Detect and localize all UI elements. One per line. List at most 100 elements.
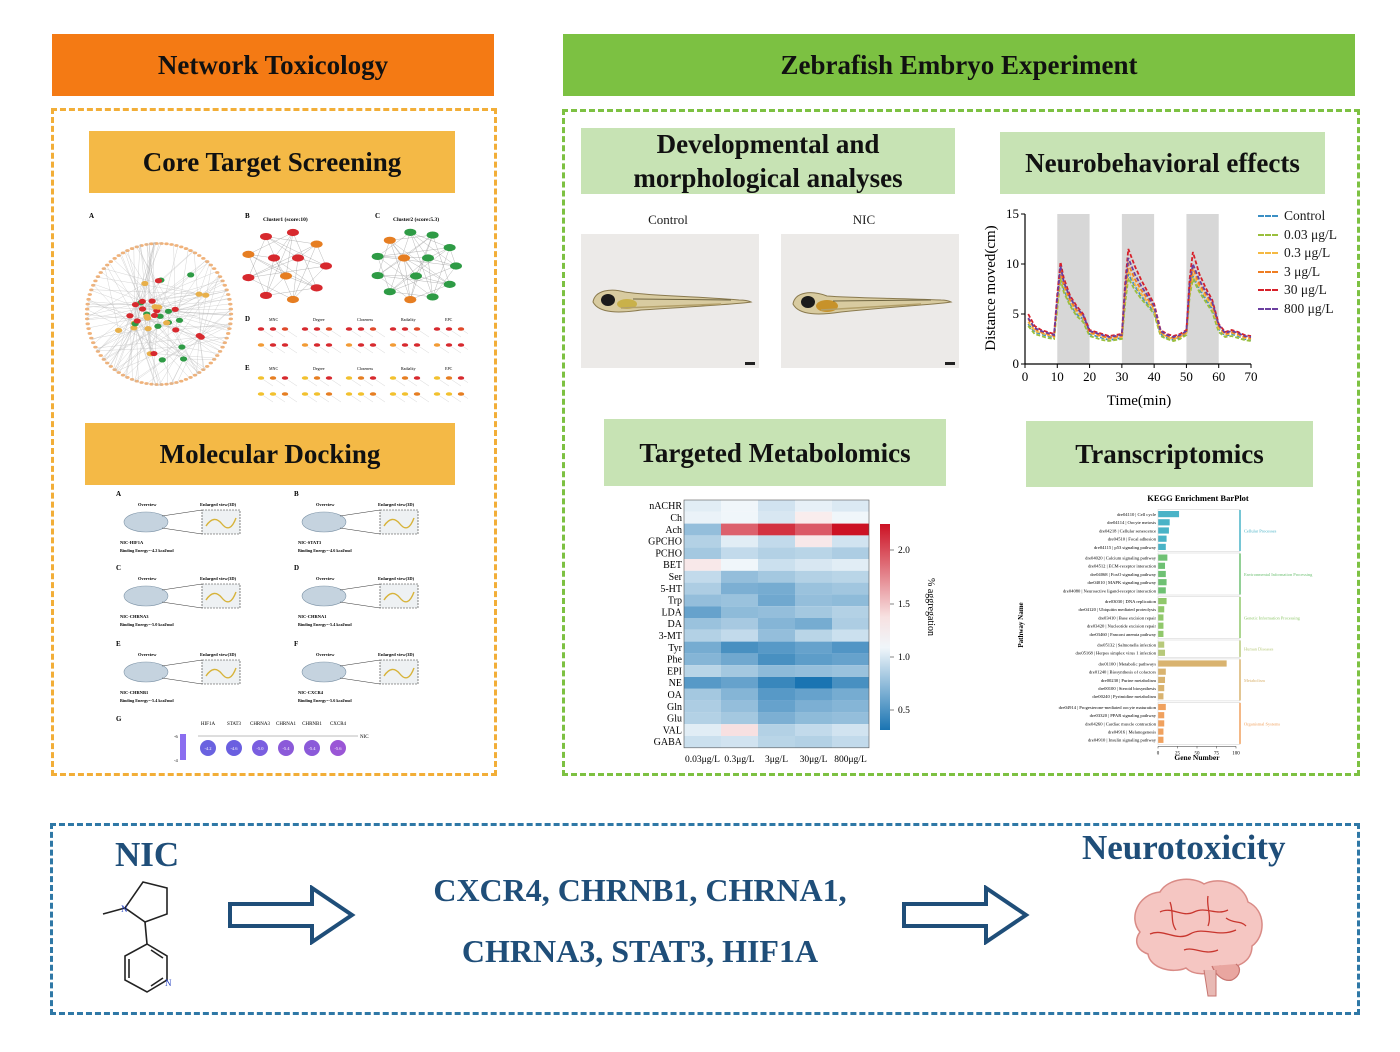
network-edge xyxy=(146,298,230,317)
heatmap-cell xyxy=(684,594,721,607)
heatmap-cell xyxy=(795,559,832,571)
metabolite-label: BET xyxy=(663,560,682,571)
panel-d-letter: D xyxy=(245,315,250,323)
network-edge xyxy=(175,329,198,375)
hub-node xyxy=(313,327,321,331)
y-tick-label: 15 xyxy=(1006,206,1019,221)
kegg-x-tick-label: 100 xyxy=(1232,751,1240,756)
summary-panel xyxy=(50,823,1360,1015)
heatmap-cell xyxy=(795,547,832,559)
pathway-label: dre03030 | DNA replication xyxy=(1105,599,1157,604)
cluster-edge xyxy=(285,232,294,277)
network-edge xyxy=(106,264,155,354)
complex-name: NIC-CXCR4 xyxy=(298,690,324,695)
network-edge xyxy=(199,265,212,336)
network-edge xyxy=(199,335,205,370)
metabolite-label: DA xyxy=(668,619,683,630)
heatmap-cell xyxy=(795,582,832,595)
pathway-bar xyxy=(1158,570,1166,578)
network-node xyxy=(144,382,149,385)
cluster-edge xyxy=(377,275,411,300)
network-node xyxy=(174,381,179,384)
heatmap-cell xyxy=(684,629,721,642)
hub-node xyxy=(457,343,465,347)
pathway-bar xyxy=(1158,579,1167,586)
overview-label: Overview xyxy=(138,502,157,507)
network-edge xyxy=(152,289,227,302)
network-edge xyxy=(113,329,176,371)
cluster-edge xyxy=(248,236,267,278)
dark-period-band xyxy=(1057,214,1090,364)
legend-label: 30 μg/L xyxy=(1284,282,1327,297)
binding-energy: Binding Energy=-5.0 kcal/mol xyxy=(120,622,175,627)
concentration-label: 3μg/L xyxy=(765,755,788,765)
network-hub-node xyxy=(179,356,188,362)
heatmap-cell xyxy=(684,559,721,571)
concentration-label: 0.3μg/L xyxy=(724,755,754,765)
network-hub-node xyxy=(150,350,158,357)
network-node xyxy=(108,260,114,263)
network-node xyxy=(228,312,234,316)
cluster-edge xyxy=(377,232,411,257)
y-tick-label: 10 xyxy=(1006,256,1019,271)
concentration-label: 30μg/L xyxy=(800,755,828,765)
heatmap-cell xyxy=(758,641,795,654)
kegg-x-tick-label: 50 xyxy=(1195,751,1201,756)
enlarged-label: Enlarged view(3D) xyxy=(200,502,237,507)
category-label: Organismal Systems xyxy=(1244,721,1280,726)
hub-node xyxy=(369,343,377,347)
pathway-bar xyxy=(1158,641,1165,648)
network-edge xyxy=(133,246,136,324)
cluster-edge xyxy=(265,232,294,296)
series-line xyxy=(1027,257,1252,338)
heatmap-cell xyxy=(721,582,758,595)
hub-node xyxy=(281,343,289,347)
metabolomics-box: Targeted Metabolomics xyxy=(604,419,946,486)
pathway-label: dre04110 | Cell cycle xyxy=(1117,512,1156,517)
kegg-x-tick-label: 25 xyxy=(1175,751,1181,756)
hub-node xyxy=(401,327,409,331)
neurotoxicity-title: Neurotoxicity xyxy=(1082,828,1286,867)
cluster-edge xyxy=(265,275,287,296)
network-edge xyxy=(87,315,130,320)
hub-node xyxy=(345,392,353,396)
group-frame xyxy=(1157,639,1241,658)
hub-node xyxy=(369,392,377,396)
metabolomics-title: Targeted Metabolomics xyxy=(639,437,911,468)
network-node xyxy=(86,327,91,331)
pathway-bar xyxy=(1158,660,1227,667)
network-node xyxy=(204,365,210,368)
network-edge xyxy=(199,323,231,336)
control-larva-image xyxy=(581,234,759,368)
category-label: Cellular Processes xyxy=(1244,529,1277,534)
heatmap-cell xyxy=(721,523,758,536)
binding-energy-value: -5.6 xyxy=(334,746,342,751)
cluster-node xyxy=(242,274,255,282)
network-edge xyxy=(87,306,143,310)
network-edge xyxy=(93,283,159,308)
network-hub-node xyxy=(130,325,138,331)
heatmap-cell xyxy=(721,665,758,677)
cluster-edge xyxy=(273,232,294,259)
heatmap-cell xyxy=(684,736,721,748)
heatmap-cell xyxy=(758,688,795,701)
hub-node xyxy=(401,376,409,380)
heatmap-cell xyxy=(832,724,869,736)
network-hub-node xyxy=(126,313,134,319)
network-node xyxy=(91,283,96,287)
overview-label: Overview xyxy=(316,652,335,657)
method-label: Closeness xyxy=(357,317,373,322)
cluster-edge xyxy=(265,257,275,296)
pathway-label: dre04260 | Cardiac muscle contraction xyxy=(1085,721,1157,726)
hub-node xyxy=(389,392,397,396)
hub-node xyxy=(325,327,333,331)
heatmap-cell xyxy=(758,629,795,642)
hub-node xyxy=(257,343,265,347)
colorbar-top: -6 xyxy=(174,734,178,739)
network-node xyxy=(169,243,174,246)
heatmap-cell xyxy=(795,736,832,748)
heatmap-cell xyxy=(795,629,832,642)
heatmap-cell xyxy=(721,570,758,583)
heatmap-cell xyxy=(684,712,721,725)
